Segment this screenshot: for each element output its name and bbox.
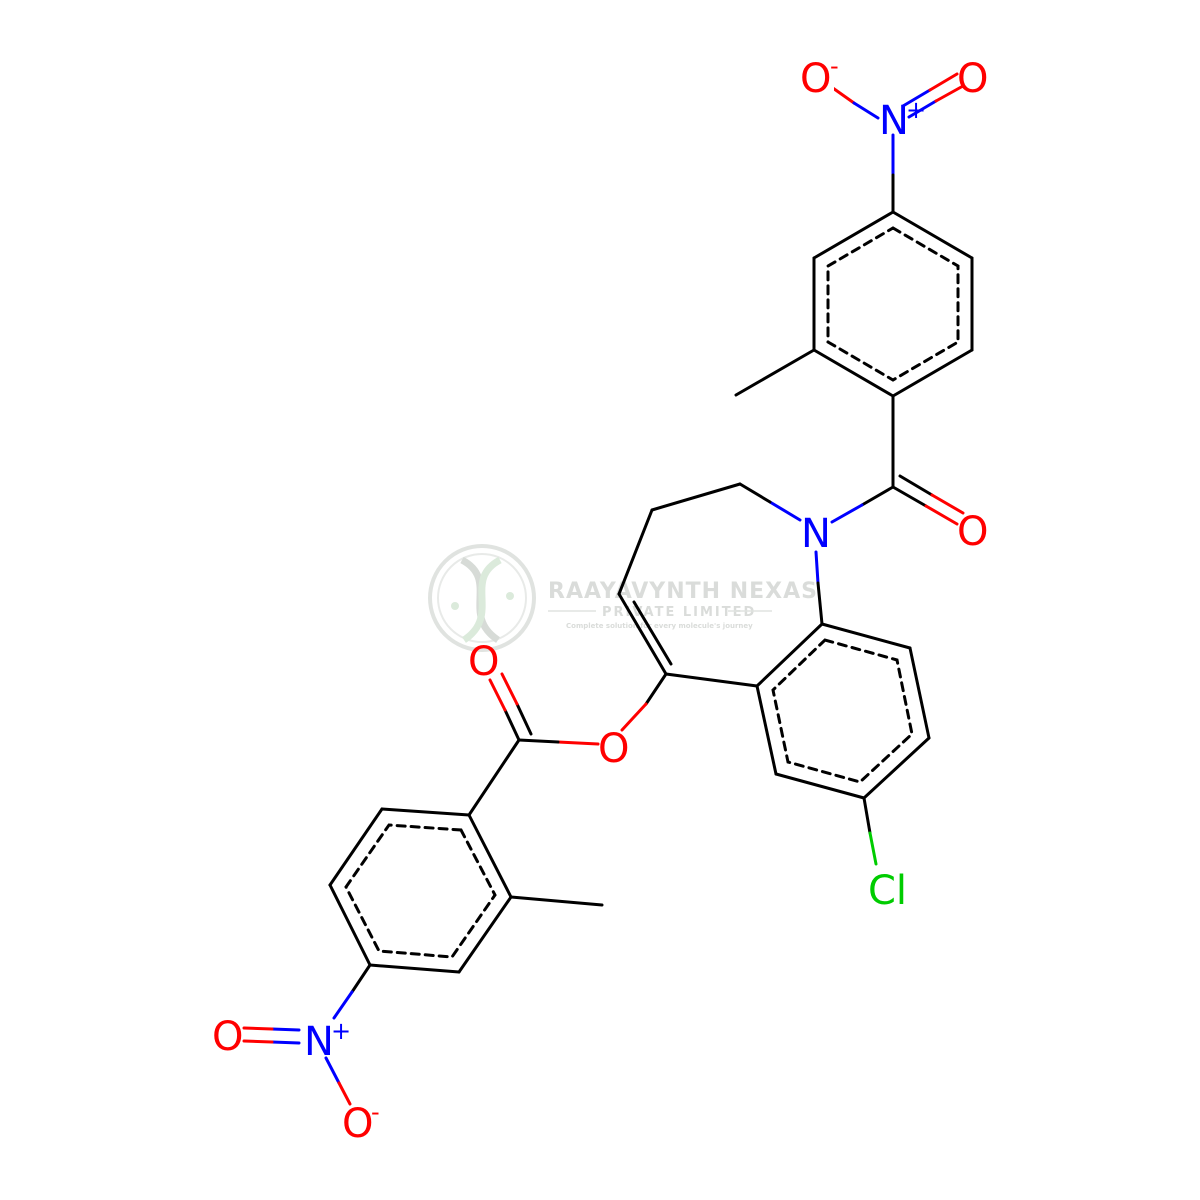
bond-c-cl-a: [862, 796, 872, 835]
bond-ring3-n-a: [350, 963, 372, 994]
atom-n-top-charge: +: [906, 96, 926, 124]
atom-labels: O - N + O N O O O Cl O N + O -: [212, 52, 988, 1147]
bond-ring2-b: [908, 646, 931, 740]
bond-c-ring2: [664, 672, 759, 688]
bond-c-o-double-b2: [500, 672, 519, 706]
atom-o-top-left-charge: -: [830, 52, 839, 80]
watermark-tagline: Complete solution for every molecule's j…: [566, 622, 753, 630]
bond-ring2-e: [755, 684, 778, 776]
bond-ring3-c: [328, 883, 372, 967]
bond-c-cl-b: [868, 831, 878, 866]
bond-n-ring2-b: [816, 581, 824, 626]
bond-ring1-d: [812, 348, 895, 398]
atom-n-bottom: N: [304, 1019, 334, 1065]
bond-ring3-e: [457, 895, 513, 974]
bond-n-ch2-a: [768, 500, 802, 522]
bond-n-o-top-left-n: [852, 101, 880, 120]
bond-n-ch2-a2: [738, 482, 772, 504]
bond-ch2-ch: [617, 508, 654, 596]
bond-ring1-f: [812, 210, 895, 260]
atom-n-top: N: [879, 98, 909, 144]
bond-methyl-bottom: [509, 895, 604, 907]
bond-ring2-d: [774, 772, 866, 800]
bond-ring3-b: [328, 807, 384, 887]
bond-n-o-top-right-b: [907, 99, 938, 119]
bond-carbonyl-n: [860, 485, 895, 507]
bond-ch-c-double-b: [632, 600, 673, 666]
bond-ring2-c: [862, 736, 931, 800]
bond-o-carbonyl-a: [556, 740, 600, 746]
bond-ring2-aromatic: [771, 638, 914, 784]
atom-o-bottom-charge: -: [371, 1098, 380, 1126]
bond-c-o-double-b: [515, 702, 533, 736]
bond-n-o-left-b: [270, 1040, 301, 1045]
bond-c-o-double-a2: [488, 678, 507, 712]
watermark: RAAYAVYNTH NEXAS PRIVATE LIMITED Complet…: [428, 544, 818, 652]
bond-n-o-bottom-a: [324, 1056, 341, 1085]
bond-n-o-left-a2: [242, 1026, 274, 1031]
bond-carbonyl-ring3: [467, 738, 521, 817]
bond-ring1-c: [891, 348, 974, 398]
atom-o-ester: O: [598, 726, 629, 772]
watermark-name: RAAYAVYNTH NEXAS: [548, 579, 818, 604]
bond-ch2-ch2: [650, 482, 742, 512]
bond-c-o-ester-b: [620, 702, 648, 732]
bond-ring3-aromatic: [344, 823, 497, 959]
bond-n-o-top-right-b2: [934, 84, 965, 103]
atom-o-bottom-left: O: [212, 1014, 243, 1060]
bond-ring1-a: [891, 210, 974, 260]
bond-carbonyl-o-b: [898, 474, 934, 497]
bond-n-ring2-a: [814, 550, 820, 585]
bond-ring3-a: [380, 807, 471, 817]
bond-ring2-a: [820, 622, 912, 650]
bond-n-o-top-right-a: [901, 88, 932, 108]
watermark-subtitle: PRIVATE LIMITED: [602, 605, 756, 620]
bond-carbonyl-o-b2: [930, 493, 965, 515]
bond-carbonyl-o-a: [891, 485, 928, 508]
bond-c-o-ester-a: [644, 672, 668, 706]
bond-ring3-d: [368, 963, 461, 974]
dna-helix-logo-icon: [428, 544, 536, 652]
atom-n-bottom-charge: +: [331, 1017, 351, 1045]
atom-n-ring: N: [801, 511, 831, 557]
bond-ring3-f: [467, 813, 513, 899]
bond-ring1-aromatic: [826, 226, 960, 382]
atom-o-bottom: O: [342, 1101, 373, 1147]
bond-methyl-top: [734, 348, 816, 397]
bond-ch-c-double-a: [617, 592, 668, 676]
bond-n-o-left-b2: [242, 1039, 274, 1044]
bond-ring3-n-b: [332, 990, 354, 1020]
bond-c-o-double-a: [503, 708, 521, 742]
atom-o-top-left: O: [800, 56, 831, 102]
atom-o-amide: O: [957, 509, 988, 555]
atom-o-top-right: O: [957, 56, 988, 102]
atom-o-ester-carbonyl: O: [468, 639, 499, 685]
bond-ring2-f: [755, 622, 824, 688]
bond-carbonyl-o-a2: [924, 504, 959, 526]
atom-cl: Cl: [868, 868, 907, 914]
bond-o-carbonyl-b: [517, 738, 560, 744]
bond-n-o-left-a: [270, 1027, 301, 1032]
bond-carbonyl-n2: [830, 503, 864, 524]
bonds: [242, 72, 974, 1106]
bond-n-o-top-right-a2: [928, 72, 959, 92]
bond-n-o-bottom-b: [337, 1081, 352, 1106]
